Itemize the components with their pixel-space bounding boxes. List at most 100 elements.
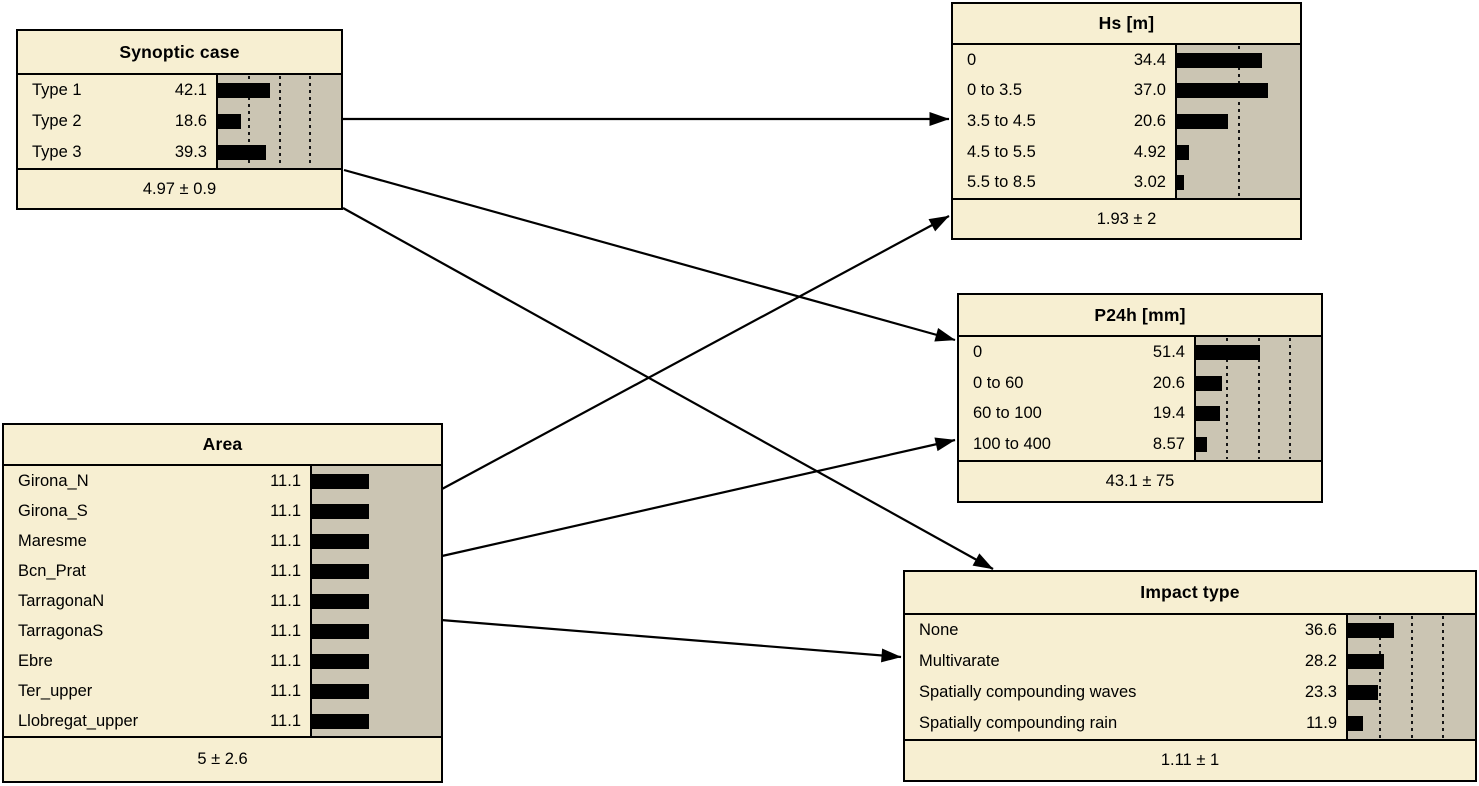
state-barcell: [1194, 429, 1321, 460]
probability-bar: [312, 593, 370, 609]
state-value: 18.6: [174, 112, 207, 130]
state-value: 34.4: [1133, 50, 1166, 69]
state-barcell: [1346, 708, 1475, 739]
state-value: 39.3: [174, 143, 207, 161]
gridline: [247, 76, 250, 167]
gridline: [1288, 338, 1291, 459]
probability-bar: [312, 533, 370, 549]
node-footer-mean-sd: 5 ± 2.6: [4, 736, 441, 781]
state-barcell: [1194, 337, 1321, 368]
state-label: 0 to 60: [973, 373, 1024, 392]
link-area-to-p24h[interactable]: [441, 437, 956, 558]
state-barcell: [1194, 399, 1321, 430]
gridline: [309, 76, 312, 167]
state-label: None: [919, 621, 959, 639]
link-area-to-impact[interactable]: [440, 618, 902, 663]
state-label: Multivarate: [919, 652, 1000, 670]
state-label: 0: [973, 342, 983, 361]
node-title-impact-type: Impact type: [905, 572, 1475, 615]
link-synoptic-to-p24h[interactable]: [343, 168, 956, 342]
state-value: 37.0: [1133, 81, 1166, 100]
state-value: 19.4: [1152, 404, 1185, 423]
node-footer-mean-sd: 1.93 ± 2: [953, 198, 1300, 238]
state-text: Spatially compounding rain 11.9: [905, 714, 1346, 733]
probability-bar: [218, 145, 267, 160]
state-barcell: [216, 137, 341, 168]
node-title-p24h: P24h [mm]: [959, 295, 1321, 337]
probability-bar: [312, 623, 370, 639]
node-footer-mean-sd: 43.1 ± 75: [959, 460, 1321, 501]
state-label: Spatially compounding rain: [919, 714, 1118, 732]
state-value: 11.1: [270, 471, 301, 490]
state-row-spatially-compounding-rain[interactable]: Spatially compounding rain 11.9: [905, 708, 1475, 739]
state-label: Maresme: [18, 531, 87, 550]
probability-bar: [1348, 654, 1384, 669]
state-label: Spatially compounding waves: [919, 683, 1137, 701]
node-footer-mean-sd: 4.97 ± 0.9: [18, 168, 341, 208]
state-barcell: [216, 106, 341, 137]
state-value: 11.9: [1306, 714, 1337, 732]
state-barcell: [1346, 615, 1475, 646]
state-barcell: [216, 75, 341, 106]
state-barcell: [1175, 76, 1300, 107]
state-value: 20.6: [1133, 111, 1166, 130]
link-area-to-hs[interactable]: [441, 215, 950, 490]
state-label: 5.5 to 8.5: [967, 173, 1036, 192]
probability-bar: [312, 683, 370, 699]
state-barcell: [1346, 677, 1475, 708]
state-barcell: [310, 526, 441, 556]
state-label: 4.5 to 5.5: [967, 142, 1036, 161]
state-value: 11.1: [270, 621, 301, 640]
state-value: 51.4: [1152, 342, 1185, 361]
probability-bar: [1177, 144, 1190, 160]
link-synoptic-to-impact[interactable]: [342, 207, 994, 570]
probability-bar: [1196, 406, 1221, 422]
state-barcell: [1175, 45, 1300, 76]
